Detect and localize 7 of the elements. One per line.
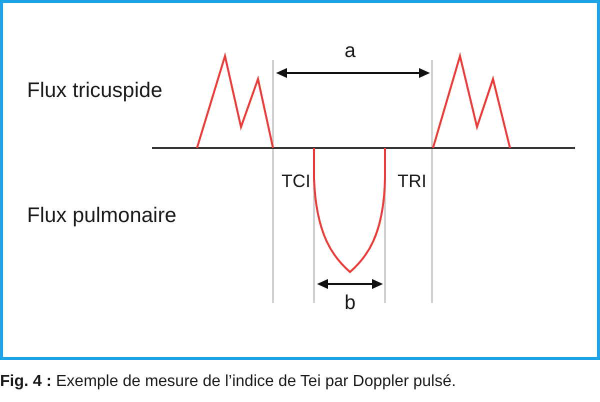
event-label: TRI	[398, 172, 426, 190]
dimension-label: b	[344, 293, 356, 313]
figure-caption: Fig. 4 : Exemple de mesure de l’indice de Tei par Doppler pulsé.	[0, 373, 456, 391]
dimension-label: a	[344, 41, 356, 61]
event-label: TCI	[282, 172, 310, 190]
flow-label: Flux tricuspide	[27, 80, 162, 100]
flow-label: Flux pulmonaire	[27, 204, 176, 226]
